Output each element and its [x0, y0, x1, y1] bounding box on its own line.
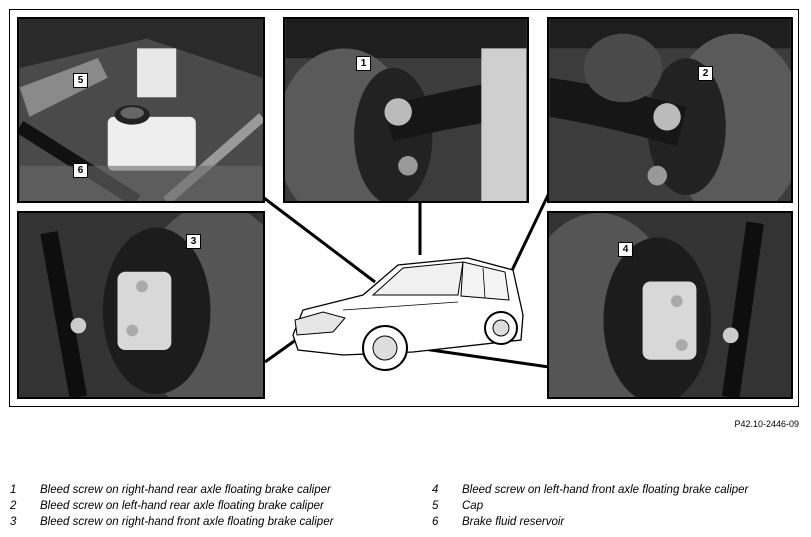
photo-right-rear-caliper: [283, 17, 529, 203]
legend-text: Brake fluid reservoir: [462, 516, 565, 528]
legend-right: 4 Bleed screw on left-hand front axle flo…: [432, 484, 748, 532]
callout-5: 5: [73, 73, 88, 88]
legend-item-6: 6 Brake fluid reservoir: [432, 516, 748, 532]
legend-text: Bleed screw on right-hand front axle flo…: [40, 516, 334, 528]
legend-number: 3: [10, 516, 17, 528]
photo-left-front-caliper: [547, 211, 793, 399]
legend-text: Bleed screw on right-hand rear axle floa…: [40, 484, 331, 496]
callout-6: 6: [73, 163, 88, 178]
photo-left-rear-caliper: [547, 17, 793, 203]
legend-item-3: 3 Bleed screw on right-hand front axle fl…: [10, 516, 333, 532]
photo-brake-fluid-reservoir: [17, 17, 265, 203]
legend-item-5: 5 Cap: [432, 500, 748, 516]
legend-number: 1: [10, 484, 17, 496]
callout-1: 1: [356, 56, 371, 71]
legend-item-1: 1 Bleed screw on right-hand rear axle flo…: [10, 484, 333, 500]
legend-item-4: 4 Bleed screw on left-hand front axle flo…: [432, 484, 748, 500]
legend-text: Cap: [462, 500, 484, 512]
legend-number: 5: [432, 500, 439, 512]
vehicle-illustration: [292, 257, 524, 371]
figure-code: P42.10-2446-09: [734, 419, 799, 429]
callout-4: 4: [618, 242, 633, 257]
photo-right-front-caliper: [17, 211, 265, 399]
legend-text: Bleed screw on left-hand front axle floa…: [462, 484, 749, 496]
legend-item-2: 2 Bleed screw on left-hand rear axle floa…: [10, 500, 333, 516]
legend-text: Bleed screw on left-hand rear axle float…: [40, 500, 324, 512]
legend-number: 6: [432, 516, 439, 528]
legend-number: 2: [10, 500, 17, 512]
legend-number: 4: [432, 484, 439, 496]
callout-3: 3: [186, 234, 201, 249]
legend-left: 1 Bleed screw on right-hand rear axle flo…: [10, 484, 333, 532]
callout-2: 2: [698, 66, 713, 81]
